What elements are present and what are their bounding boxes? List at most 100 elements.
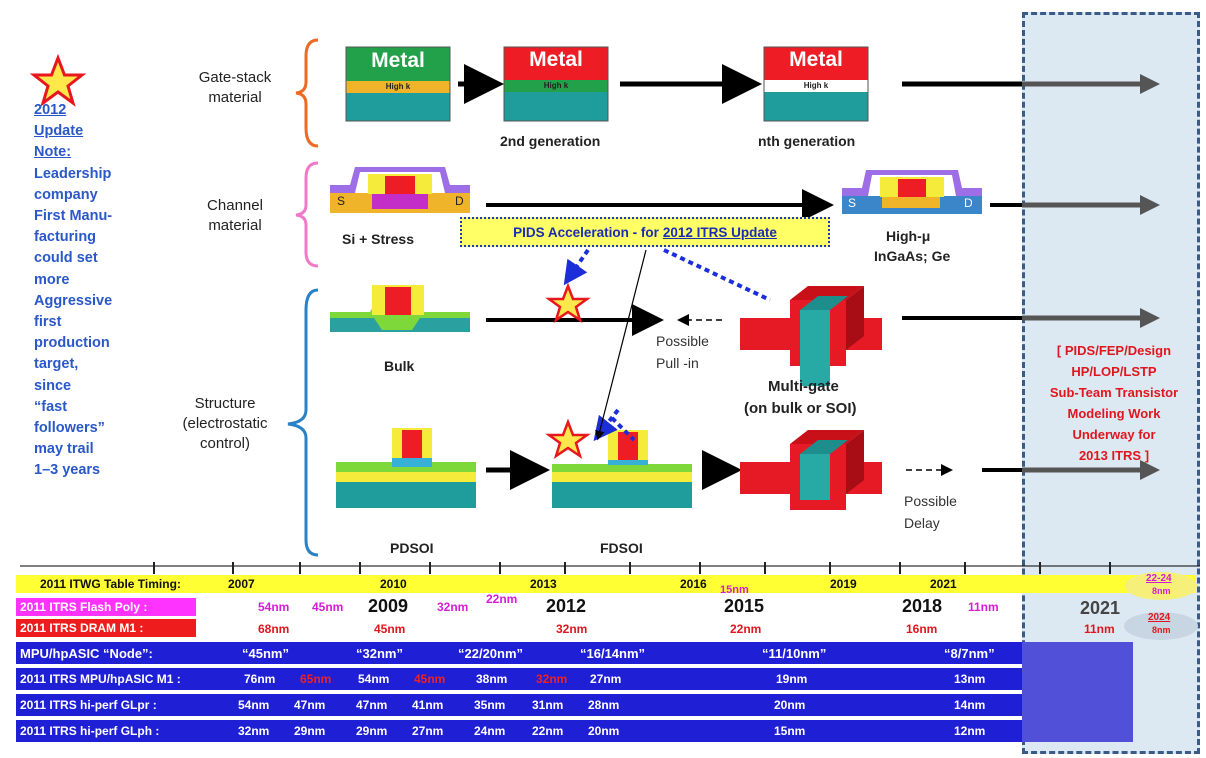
note-line: may trail [34, 441, 94, 458]
dram-label: 2011 ITRS DRAM M1 : [20, 621, 144, 635]
m1-value: 19nm [776, 672, 808, 686]
flash-band-label-bg [16, 598, 196, 616]
mpu-m1-band [16, 668, 1133, 690]
m1-value: 45nm [414, 672, 446, 686]
big-year: 2009 [368, 596, 409, 616]
gate-brace [295, 38, 319, 148]
pids-update-link: 2012 ITRS Update [662, 224, 777, 240]
future-region [1022, 12, 1200, 754]
high-k-label: High k [803, 81, 829, 90]
ingaas-ge-label: InGaAs; Ge [874, 248, 951, 264]
glpr-value: 28nm [588, 698, 620, 712]
m1-value: 27nm [590, 672, 622, 686]
fdsoi-label: FDSOI [600, 540, 643, 556]
pids-acceleration-box: PIDS Acceleration - for 2012 ITRS Update [460, 217, 830, 247]
row-label-channel: Channel material [207, 197, 263, 234]
bubble-2024 [1124, 612, 1198, 640]
flash-value: 45nm [312, 600, 344, 614]
possible-pullin-label: Possible Pull -in [656, 330, 709, 374]
flash-label: 2011 ITRS Flash Poly : [20, 600, 148, 614]
glph-value: 22nm [532, 724, 564, 738]
bubble-top: 22-24 [1146, 573, 1172, 584]
itwg-year: 2010 [380, 577, 407, 591]
m1-value: 76nm [244, 672, 276, 686]
bubble-bot: 8nm [1152, 625, 1171, 635]
glph-value: 20nm [588, 724, 620, 738]
source-label: S [337, 194, 346, 208]
multigate-label: Multi-gate [768, 378, 839, 395]
pids-prefix: PIDS Acceleration - for [513, 224, 659, 240]
dram-value: 68nm [258, 622, 290, 636]
itwg-year: 2007 [228, 577, 255, 591]
itwg-year: 2013 [530, 577, 557, 591]
flash-value: 54nm [258, 600, 290, 614]
note-line: “fast [34, 398, 68, 415]
m1-value: 54nm [358, 672, 390, 686]
multigate-sub-label: (on bulk or SOI) [744, 400, 857, 417]
possible-delay-line1: Possible [904, 493, 957, 509]
mpu-node-value: “45nm” [242, 646, 289, 661]
modeling-note-line: Sub-Team Transistor [1049, 385, 1179, 400]
dram-value: 45nm [374, 622, 406, 636]
flash-value: 22nm [486, 592, 518, 606]
glph-band [16, 720, 1133, 742]
dram-band-label-bg [16, 619, 196, 637]
note-line: facturing [34, 229, 97, 246]
bubble-top: 2024 [1148, 612, 1171, 623]
flash-value: 11nm [968, 600, 999, 614]
star-icon [545, 418, 591, 459]
glpr-value: 47nm [294, 698, 326, 712]
dram-value: 22nm [730, 622, 762, 636]
possible-pullin-line2: Pull -in [656, 355, 699, 371]
glpr-value: 41nm [412, 698, 444, 712]
channel-brace [295, 161, 319, 268]
glph-label: 2011 ITRS hi-perf GLph : [20, 724, 160, 738]
note-line: target, [34, 356, 79, 373]
star-icon [545, 282, 591, 323]
note-line: 2012 [34, 102, 67, 118]
itwg-year: 2019 [830, 577, 857, 591]
mpu-node-value: “11/10nm” [762, 646, 827, 661]
m1-value: 13nm [954, 672, 986, 686]
note-line: more [34, 271, 70, 288]
glpr-value: 35nm [474, 698, 506, 712]
caption-nth-generation: nth generation [758, 133, 856, 149]
glph-value: 27nm [412, 724, 444, 738]
dram-value: 16nm [906, 622, 938, 636]
note-line: Note: [34, 144, 72, 161]
glph-value: 32nm [238, 724, 270, 738]
itwg-year: 2016 [680, 577, 707, 591]
note-line: could set [34, 250, 98, 267]
metal-label: Metal [529, 48, 583, 71]
bubble-2022-2024 [1125, 572, 1197, 600]
blue-band-future [1022, 642, 1133, 742]
possible-pullin-line1: Possible [656, 333, 709, 349]
dram-value: 11nm [1084, 622, 1115, 636]
note-line: 1–3 years [34, 462, 101, 479]
itwg-band [16, 575, 1196, 593]
year-2021: 2021 [1080, 598, 1121, 618]
big-year: 2012 [546, 596, 587, 616]
mpu-node-value: “16/14nm” [580, 646, 646, 661]
update-note: 2012 Update Note: Leadership company Fir… [34, 100, 134, 482]
glpr-band [16, 694, 1133, 716]
glpr-label: 2011 ITRS hi-perf GLpr : [20, 698, 157, 712]
modeling-note: [ PIDS/FEP/Design HP/LOP/LSTP Sub-Team T… [1026, 340, 1202, 466]
glph-value: 24nm [474, 724, 506, 738]
dram-value: 32nm [556, 622, 588, 636]
blue-band-divider [16, 716, 1022, 717]
itwg-15nm: 15nm [720, 584, 749, 596]
drain-label: D [455, 194, 464, 208]
flash-value: 32nm [437, 600, 469, 614]
high-k-label: High k [385, 82, 411, 91]
structure-brace [287, 288, 319, 557]
note-line: company [34, 186, 98, 203]
big-year: 2018 [902, 596, 943, 616]
possible-delay-line2: Delay [904, 515, 940, 531]
modeling-note-line: 2013 ITRS ] [1078, 448, 1150, 463]
modeling-note-line: HP/LOP/LSTP [1071, 364, 1157, 379]
drain-label: D [964, 196, 973, 210]
mpu-node-value: “8/7nm” [944, 646, 995, 661]
note-line: followers” [34, 420, 105, 437]
big-year: 2015 [724, 596, 765, 616]
